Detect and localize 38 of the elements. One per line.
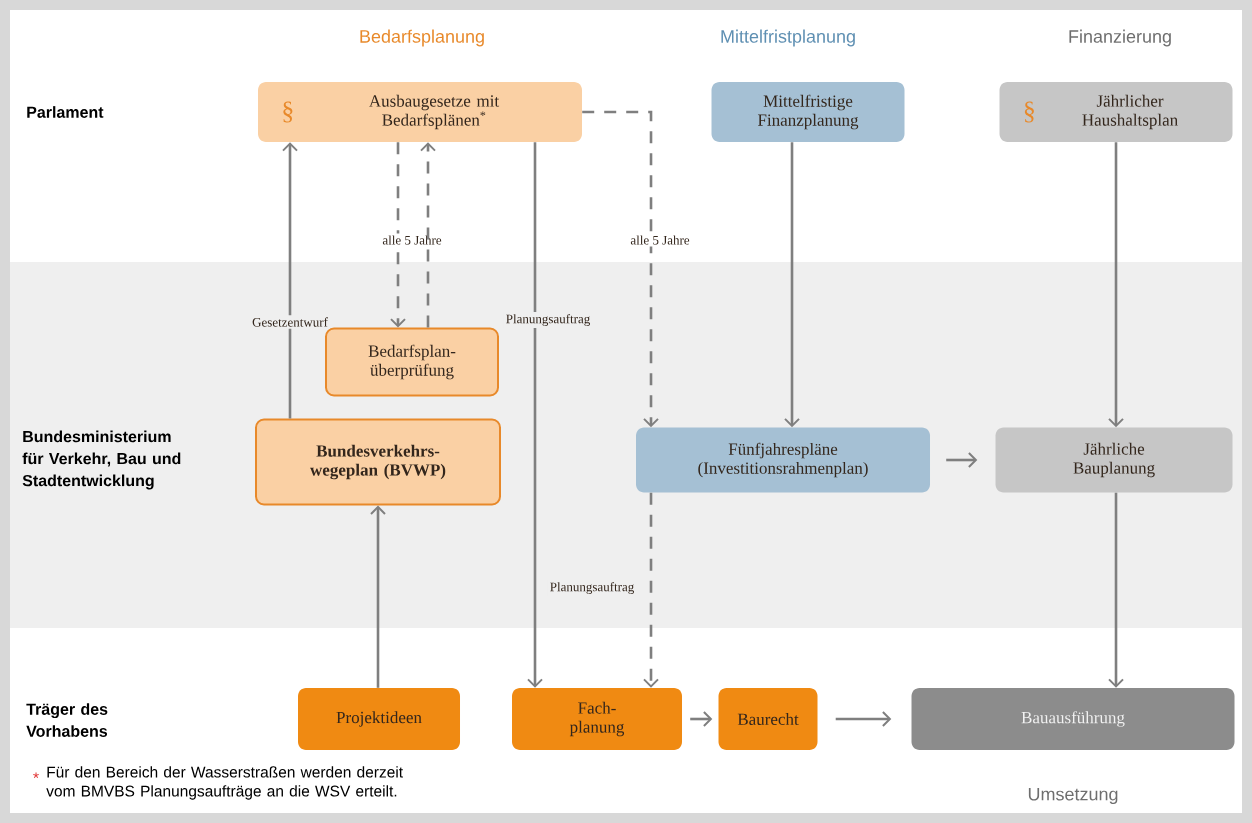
arrow	[690, 711, 713, 727]
process-box: Projektideen	[298, 688, 460, 750]
edge-label: Planungsauftrag	[547, 580, 637, 596]
arrow	[390, 142, 406, 328]
column-heading: Bedarfsplanung	[360, 29, 484, 47]
row-label: Bundesministerium für Verkehr, Bau und Stadtentwicklung	[22, 430, 181, 490]
arrow	[1108, 142, 1124, 428]
arrow	[784, 142, 800, 428]
process-box: Bauausführung	[911, 688, 1235, 750]
arrow	[643, 492, 659, 688]
footnote: Für den Bereich der Wasserstraßen werden derzeit vom BMVBS Planungsaufträge an die WSV erteilt.	[46, 766, 403, 800]
column-heading: Finanzierung	[1069, 29, 1171, 47]
process-box: Bedarfsplan- überprüfung	[325, 327, 499, 397]
column-heading: Umsetzung	[1028, 787, 1118, 805]
process-box: Bundesverkehrs- wegeplan (BVWP)	[255, 418, 501, 506]
process-box: Mittelfristige Finanzplanung	[711, 82, 905, 142]
process-box: Jährlicher Haushaltsplan §	[999, 82, 1233, 142]
edge-label: alle 5 Jahre	[628, 233, 692, 247]
arrow	[282, 142, 298, 419]
row-label: Parlament	[27, 106, 104, 118]
row-label: Träger des Vorhabens	[26, 703, 108, 737]
arrow	[1108, 492, 1124, 688]
arrow	[835, 711, 892, 727]
arrow	[370, 505, 386, 688]
edge-label: Gesetzentwurf	[250, 315, 330, 329]
footnote-mark: *	[33, 772, 39, 779]
process-box: Jährliche Bauplanung	[995, 427, 1233, 493]
edge-label: alle 5 Jahre	[380, 233, 444, 247]
arrow	[420, 142, 436, 328]
process-box: Baurecht	[718, 688, 818, 750]
edge-label: Planungsauftrag	[503, 312, 593, 328]
arrow	[946, 452, 978, 468]
arrow	[527, 142, 543, 688]
arrow	[582, 110, 659, 428]
column-heading: Mittelfristplanung	[721, 29, 855, 47]
process-box: Fünfjahrespläne (Investitionsrahmenplan)	[636, 427, 930, 493]
process-box: Fach- planung	[512, 688, 682, 750]
process-box: Ausbaugesetze mit Bedarfsplänen$^{*}$ §	[258, 82, 582, 142]
